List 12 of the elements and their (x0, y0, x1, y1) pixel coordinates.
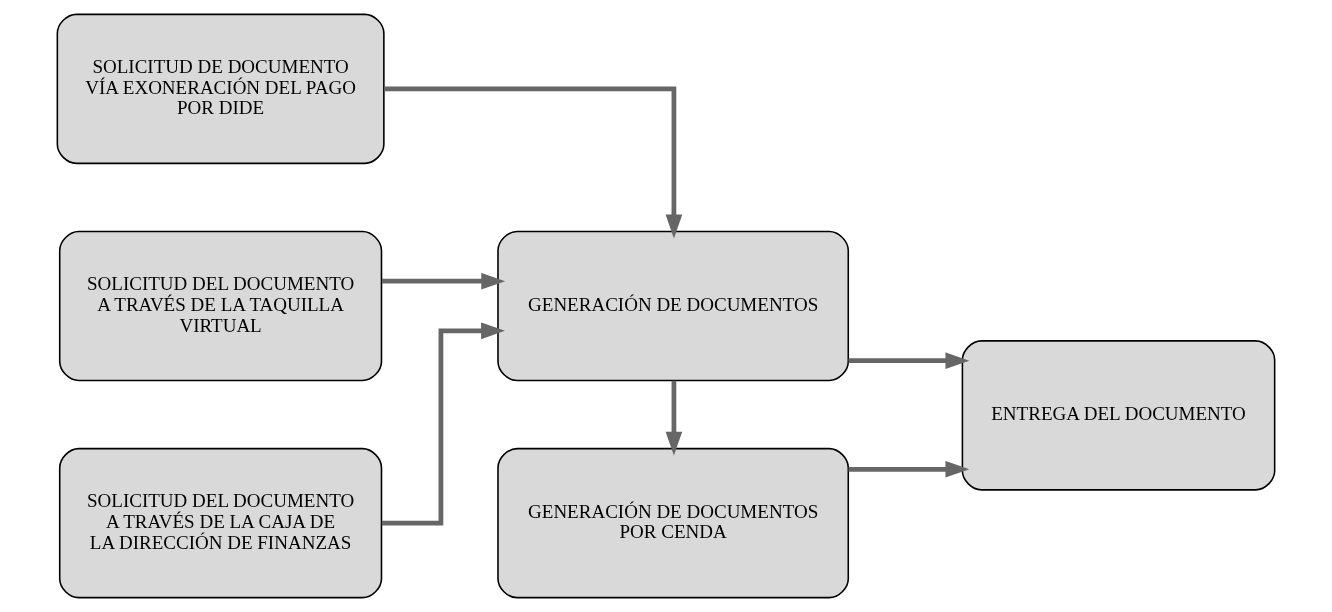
arrow (848, 460, 970, 478)
node-box: GENERACIÓN DE DOCUMENTOS (497, 230, 850, 382)
node-box: SOLICITUD DEL DOCUMENTO A TRAVÉS DE LA TAQUILLA VIRTUAL (58, 230, 383, 382)
node-box: GENERACIÓN DE DOCUMENTOS POR CENDA (497, 447, 850, 599)
arrow (665, 380, 683, 456)
arrow (382, 272, 506, 290)
node-box: ENTREGA DEL DOCUMENTO (961, 340, 1276, 491)
arrow (381, 322, 505, 526)
arrow (384, 86, 683, 239)
node-box: SOLICITUD DEL DOCUMENTO A TRAVÉS DE LA CAJA DE LA DIRECCIÓN DE FINANZAS (58, 447, 383, 599)
arrow (848, 352, 970, 370)
node-box: SOLICITUD DE DOCUMENTO VÍA EXONERACIÓN DEL PAGO POR DIDE (56, 13, 385, 165)
